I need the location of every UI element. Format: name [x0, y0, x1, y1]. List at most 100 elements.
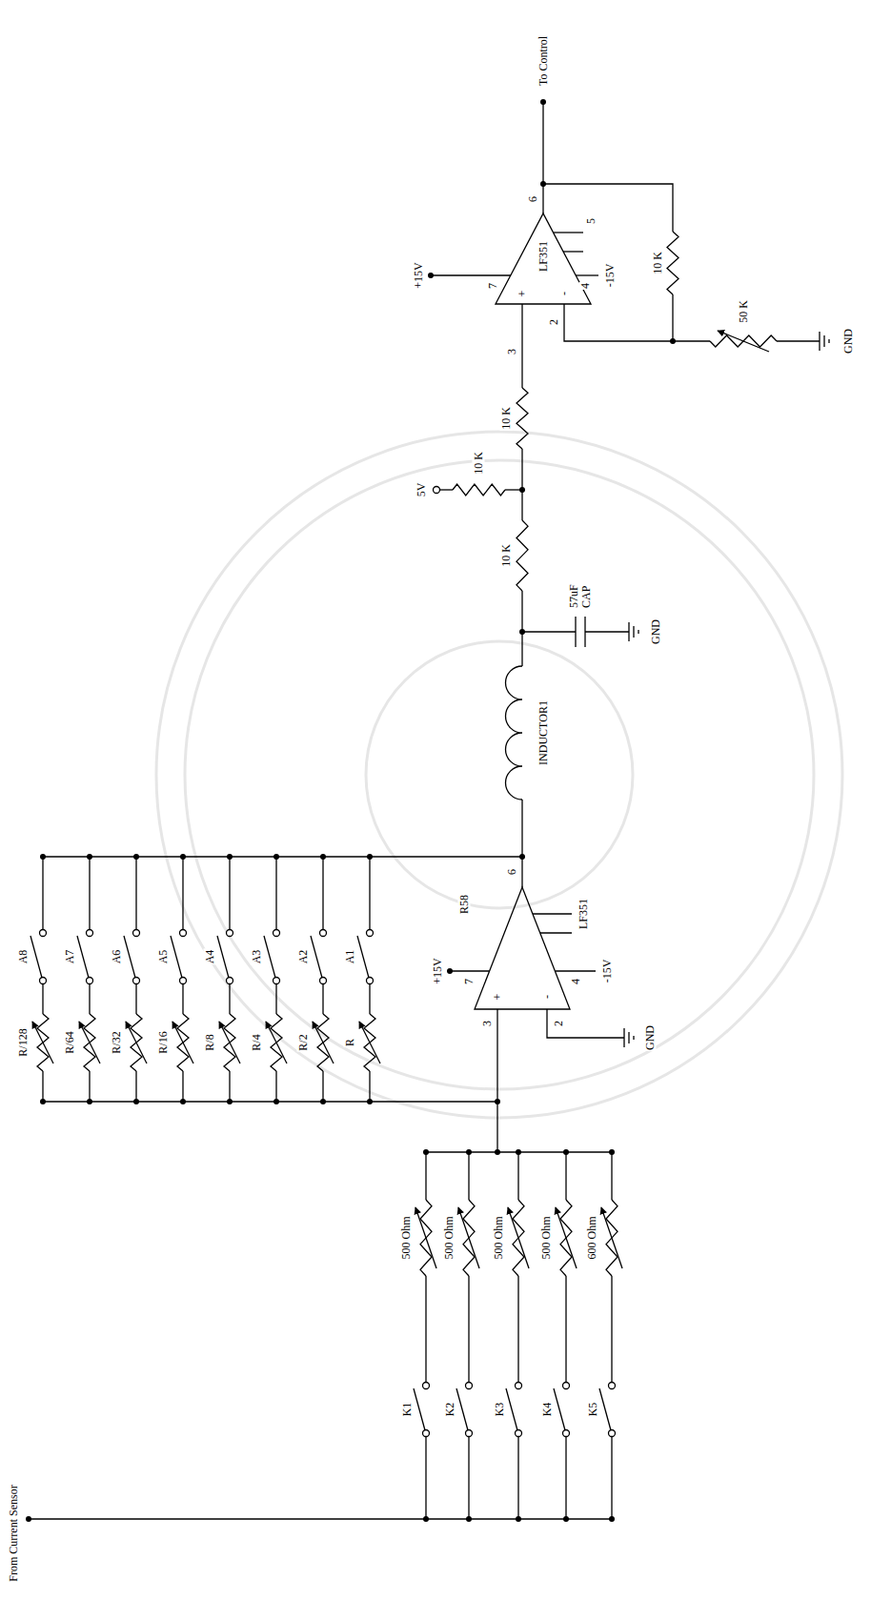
- switch-blade: [413, 1388, 426, 1431]
- component-label: GND: [644, 1024, 657, 1052]
- terminal: [40, 930, 47, 937]
- wire: [425, 1152, 426, 1200]
- junction-dot: [320, 853, 326, 860]
- terminal: [226, 930, 234, 937]
- switch-blade: [77, 935, 89, 978]
- wire: [564, 303, 673, 342]
- junction-dot: [465, 1149, 472, 1155]
- junction-dot: [226, 853, 233, 860]
- component-label: +: [516, 289, 529, 299]
- wire: [521, 856, 523, 888]
- component-label: 10 K: [472, 450, 486, 476]
- junction-dot: [540, 99, 547, 105]
- variable-resistor-arrow: [172, 1021, 194, 1064]
- terminal: [273, 930, 281, 937]
- junction-dot: [423, 1149, 429, 1155]
- variable-resistor-arrow: [219, 1021, 241, 1064]
- component-label: LF351: [577, 897, 590, 931]
- junction-dot: [226, 1098, 233, 1105]
- component-label: A2: [297, 949, 310, 966]
- wire: [517, 1152, 519, 1200]
- opamp-symbol: [495, 213, 591, 304]
- wire: [610, 1433, 612, 1520]
- component-label: A5: [157, 949, 170, 966]
- component-label: 7: [463, 977, 476, 986]
- component-label: To Control: [537, 35, 550, 87]
- wire: [228, 1071, 230, 1102]
- terminal: [563, 1382, 570, 1390]
- terminal: [86, 977, 94, 985]
- wire: [88, 1071, 90, 1102]
- junction-dot: [86, 1098, 93, 1105]
- switch-blade: [263, 935, 276, 978]
- component-label: R: [344, 1037, 357, 1048]
- wire: [565, 1152, 567, 1200]
- variable-resistor-arrow: [601, 1207, 623, 1269]
- junction-dot: [366, 853, 373, 860]
- wire: [41, 980, 43, 1014]
- component-label: A8: [17, 949, 30, 966]
- component-label: 6: [526, 195, 540, 203]
- wire: [517, 1433, 519, 1520]
- component-label: 2: [552, 1019, 566, 1028]
- watermark-seal: [365, 641, 633, 909]
- component-label: 500 Ohm: [540, 1215, 553, 1261]
- component-label: R/2: [297, 1033, 310, 1052]
- wire: [610, 1152, 612, 1200]
- switch-blade: [506, 1388, 518, 1431]
- wire: [368, 1071, 370, 1102]
- wire: [430, 274, 511, 276]
- ground-symbol: [818, 331, 820, 351]
- watermark-seal: [184, 460, 814, 1090]
- component-label: R/4: [250, 1033, 264, 1052]
- variable-resistor-arrow: [79, 1021, 101, 1064]
- terminal: [423, 1382, 430, 1390]
- wire: [135, 980, 137, 1014]
- wire: [521, 303, 523, 388]
- variable-resistor-arrow: [555, 1207, 577, 1269]
- junction-dot: [515, 1516, 522, 1522]
- switch-blade: [170, 935, 183, 978]
- component-label: R/8: [203, 1033, 217, 1052]
- component-label: 3: [481, 1019, 494, 1028]
- component-label: R/64: [63, 1030, 77, 1054]
- capacitor-plate: [574, 616, 576, 648]
- junction-dot: [320, 1098, 326, 1105]
- junction-dot: [273, 853, 280, 860]
- component-label: A1: [344, 949, 357, 966]
- terminal: [423, 1430, 430, 1438]
- component-label: 4: [569, 977, 583, 986]
- terminal: [40, 977, 47, 985]
- component-label: 57uF CAP: [567, 574, 593, 609]
- ground-symbol: [623, 1028, 625, 1048]
- ground-symbol: [637, 629, 639, 634]
- component-label: K5: [587, 1401, 600, 1418]
- resistor-symbol: [667, 231, 679, 295]
- variable-resistor-arrow: [717, 330, 770, 352]
- junction-dot: [40, 1098, 46, 1105]
- component-label: 10 K: [500, 405, 513, 431]
- wire: [135, 1071, 137, 1102]
- wire: [671, 294, 673, 342]
- wire: [182, 856, 183, 931]
- watermark-seal: [156, 431, 843, 1118]
- switch-blade: [30, 935, 42, 978]
- wire: [496, 1009, 498, 1153]
- component-label: From Current Sensor: [7, 1483, 21, 1582]
- component-label: 10 K: [651, 250, 665, 276]
- wire: [42, 1100, 498, 1102]
- wire: [368, 856, 370, 931]
- wire: [322, 980, 324, 1014]
- terminal: [86, 930, 94, 937]
- wire: [467, 1433, 469, 1520]
- component-label: 4: [579, 282, 592, 290]
- terminal: [433, 486, 441, 494]
- wire: [275, 1071, 277, 1102]
- wire: [368, 980, 370, 1014]
- wire: [88, 856, 90, 931]
- wire: [467, 1276, 469, 1383]
- switch-blade: [456, 1388, 468, 1431]
- component-label: R/32: [110, 1030, 123, 1054]
- wire: [543, 183, 673, 232]
- junction-dot: [180, 1098, 186, 1105]
